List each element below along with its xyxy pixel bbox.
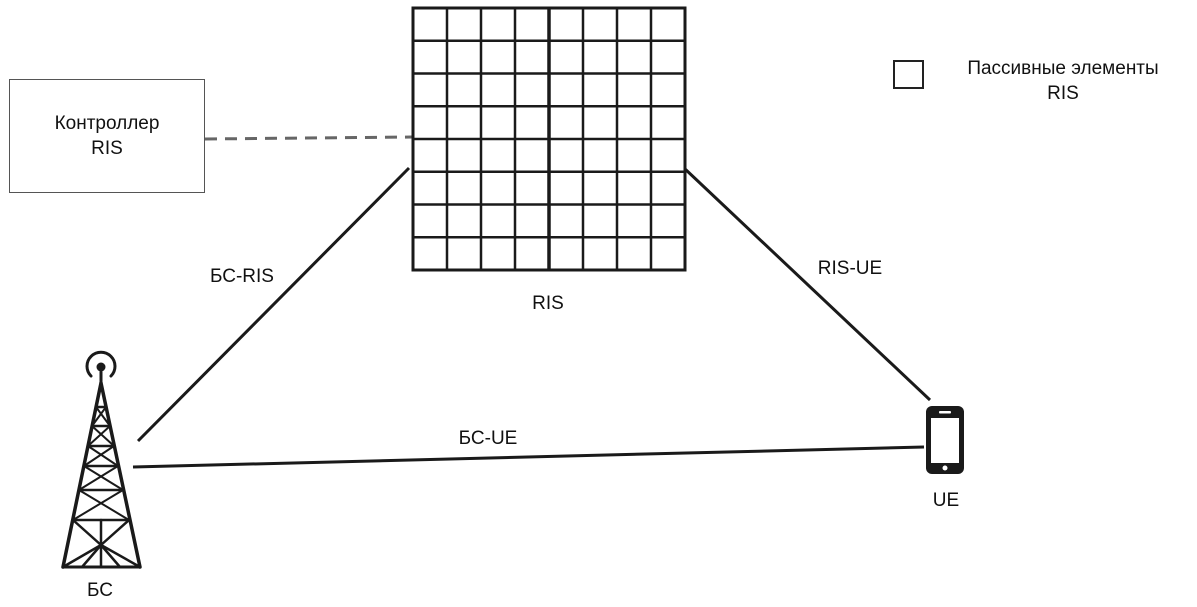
ris-surface [411,6,687,272]
bs-ris-label: БС-RIS [210,266,274,287]
ris-ue-label: RIS-UE [817,258,883,279]
smartphone-icon [926,406,964,474]
controller-label-line2: RIS [91,138,123,159]
bs-label: БС [87,580,113,601]
controller-ris-dashed-link [204,135,413,141]
bs-ue-label: БС-UE [458,428,518,449]
legend-label: Пассивные элементы RIS [938,56,1188,106]
ue-label: UE [932,490,960,511]
cell-tower-icon [61,350,142,569]
legend-label-line1: Пассивные элементы [967,58,1159,79]
passive-element-legend-icon [893,60,924,89]
legend-label-line2: RIS [1047,83,1079,104]
ris-controller-box: Контроллер RIS [9,79,205,193]
bs-ue-link [132,445,925,469]
ris-ue-link [682,166,932,402]
bs-ris-link [136,166,411,443]
controller-label-line1: Контроллер [54,113,160,134]
ris-label: RIS [532,293,564,314]
